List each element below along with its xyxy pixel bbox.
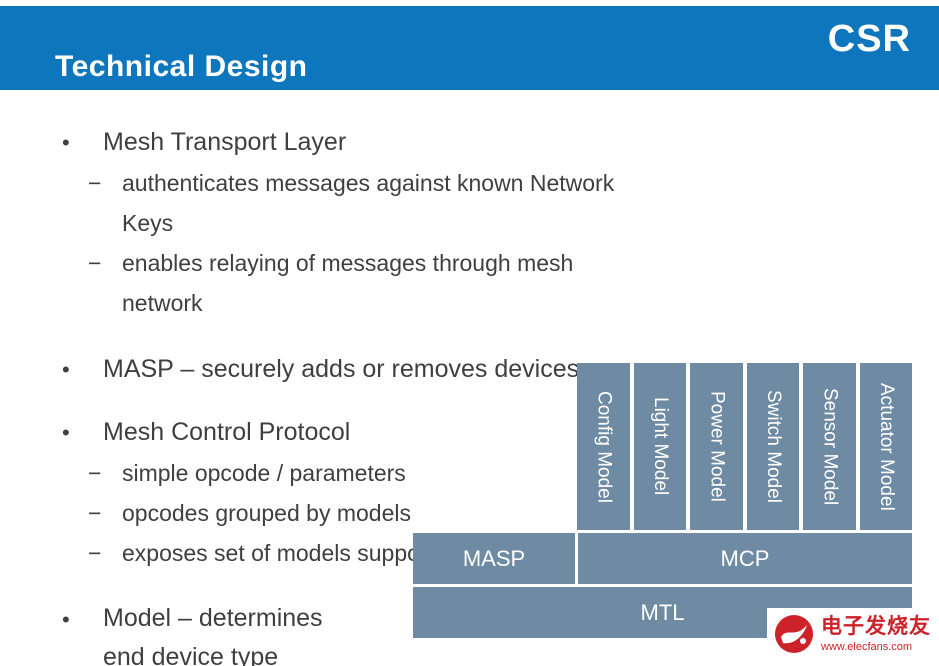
subbullet-text: enables relaying of messages through mes…: [122, 250, 574, 316]
dash-marker: −: [88, 540, 102, 566]
switch-model-label: Switch Model: [762, 390, 784, 503]
bullet-marker: •: [62, 607, 70, 632]
bullet-group-mesh-control: • Mesh Control Protocol − simple opcode …: [62, 412, 622, 573]
masp-label: MASP: [462, 545, 526, 571]
mtl-label: MTL: [640, 599, 685, 625]
power-model-box: Power Model: [690, 363, 743, 530]
power-model-label: Power Model: [706, 391, 728, 502]
dash-marker: −: [88, 500, 102, 526]
actuator-model-box: Actuator Model: [859, 363, 912, 530]
protocol-stack-mid-row: MASP MCP: [413, 533, 912, 584]
protocol-stack-model-row: Config Model Light Model Power Model Swi…: [577, 363, 912, 530]
config-model-label: Config Model: [593, 390, 615, 503]
masp-box: MASP: [413, 533, 575, 584]
subbullet-opcode-parameters: − simple opcode / parameters: [62, 453, 622, 493]
bullet-text: Model – determines end device type: [103, 599, 323, 666]
light-model-label: Light Model: [649, 397, 671, 496]
mcp-label: MCP: [720, 545, 770, 571]
bullet-mesh-control-protocol: • Mesh Control Protocol: [62, 412, 622, 453]
subbullet-text: exposes set of models supported: [122, 540, 460, 566]
bullet-list: • Mesh Transport Layer − authenticates m…: [62, 122, 622, 666]
bullet-group-model: • Model – determines end device type: [62, 599, 622, 666]
subbullet-text: authenticates messages against known Net…: [122, 170, 615, 236]
bullet-group-mesh-transport: • Mesh Transport Layer − authenticates m…: [62, 122, 622, 323]
bullet-text-line2: end device type: [103, 643, 279, 666]
bullet-group-masp: • MASP – securely adds or removes device…: [62, 349, 622, 390]
light-model-box: Light Model: [633, 363, 686, 530]
bullet-mesh-transport-layer: • Mesh Transport Layer: [62, 122, 622, 163]
subbullet-exposes-models: − exposes set of models supported: [62, 533, 622, 573]
dash-marker: −: [88, 460, 102, 486]
elecfans-logo-icon: [775, 615, 813, 653]
dash-marker: −: [88, 170, 102, 196]
watermark-brand: 电子发烧友: [821, 615, 931, 639]
elecfans-watermark: 电子发烧友 www.elecfans.com: [767, 608, 939, 660]
subbullet-authenticates: − authenticates messages against known N…: [62, 163, 622, 243]
sensor-model-label: Sensor Model: [819, 387, 841, 506]
subbullet-opcodes-grouped: − opcodes grouped by models: [62, 493, 622, 533]
bullet-text: Mesh Transport Layer: [103, 128, 347, 156]
page-title: Technical Design: [55, 50, 308, 83]
sensor-model-box: Sensor Model: [803, 363, 856, 530]
csr-logo: CSR: [827, 18, 911, 60]
bullet-marker: •: [62, 357, 70, 382]
bullet-model-determines: • Model – determines end device type: [62, 599, 622, 666]
bullet-text: MASP – securely adds or removes devices: [103, 355, 580, 383]
bullet-text-line1: Model – determines: [103, 604, 323, 632]
subbullet-text: opcodes grouped by models: [122, 500, 411, 526]
bullet-masp: • MASP – securely adds or removes device…: [62, 349, 622, 390]
watermark-text: 电子发烧友 www.elecfans.com: [821, 615, 931, 652]
actuator-model-label: Actuator Model: [875, 382, 897, 511]
mcp-box: MCP: [578, 533, 912, 584]
bullet-marker: •: [62, 420, 70, 445]
bullet-text: Mesh Control Protocol: [103, 418, 351, 446]
subbullet-text: simple opcode / parameters: [122, 460, 406, 486]
bullet-marker: •: [62, 130, 70, 155]
dash-marker: −: [88, 250, 102, 276]
subbullet-relaying: − enables relaying of messages through m…: [62, 243, 622, 323]
header-bar: Technical Design CSR: [0, 6, 939, 90]
config-model-box: Config Model: [577, 363, 630, 530]
watermark-url: www.elecfans.com: [821, 640, 913, 653]
switch-model-box: Switch Model: [746, 363, 799, 530]
